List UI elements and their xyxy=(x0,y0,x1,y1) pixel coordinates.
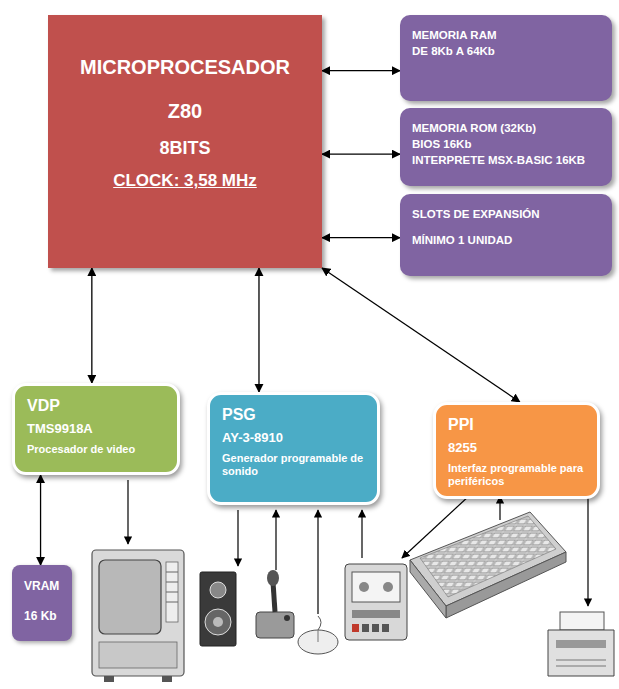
node-text: TMS9918A xyxy=(27,421,167,437)
node-text: Generador programable de sonido xyxy=(222,452,367,478)
bus-connector xyxy=(40,475,41,565)
speaker xyxy=(200,572,236,646)
psg-box: PSG AY-3-8910Generador programable de son… xyxy=(207,392,380,505)
node-text: 8BITS xyxy=(58,137,312,159)
node-text: BIOS 16Kb xyxy=(412,136,606,152)
keyboard xyxy=(410,512,566,618)
node-text: Interfaz programable para periféricos xyxy=(448,462,587,488)
slots-box: SLOTS DE EXPANSIÓN MÍNIMO 1 UNIDAD xyxy=(400,194,612,276)
node-heading: SLOTS DE EXPANSIÓN xyxy=(412,206,606,222)
rom-box: MEMORIA ROM (32Kb)BIOS 16KbINTERPRETE MS… xyxy=(400,108,612,186)
ppi-box: PPI 8255Interfaz programable para perifér… xyxy=(433,402,600,499)
mouse xyxy=(298,616,338,654)
bus-connector xyxy=(322,153,400,154)
ram-box: MEMORIA RAMDE 8Kb A 64Kb xyxy=(400,15,612,101)
vram-box: VRAM 16 Kb xyxy=(12,565,72,641)
node-text: 8255 xyxy=(448,440,587,456)
node-heading: PSG xyxy=(222,405,367,424)
tv-monitor xyxy=(92,550,184,682)
node-heading: MEMORIA ROM (32Kb) xyxy=(412,120,606,136)
bus-connector xyxy=(322,70,400,71)
node-heading: VDP xyxy=(27,396,167,415)
cassette-recorder xyxy=(345,564,407,640)
node-text: AY-3-8910 xyxy=(222,430,367,446)
node-text: 16 Kb xyxy=(24,609,68,623)
node-heading: MICROPROCESADOR xyxy=(58,55,312,79)
node-text: INTERPRETE MSX-BASIC 16KB xyxy=(412,152,606,168)
joystick xyxy=(256,570,294,638)
bus-connector xyxy=(322,237,400,238)
printer xyxy=(548,612,614,676)
node-text: Z80 xyxy=(58,99,312,123)
node-text: MÍNIMO 1 UNIDAD xyxy=(412,232,606,248)
node-heading: PPI xyxy=(448,415,587,434)
node-heading: MEMORIA RAM xyxy=(412,27,606,43)
node-heading: VRAM xyxy=(24,579,68,593)
bus-connector xyxy=(322,268,520,402)
node-text: Procesador de video xyxy=(27,443,167,456)
node-text: DE 8Kb A 64Kb xyxy=(412,43,606,59)
node-text: CLOCK: 3,58 MHz xyxy=(58,171,312,191)
cpu-box: MICROPROCESADOR Z80 8BITS CLOCK: 3,58 MHz xyxy=(48,15,322,268)
bus-connector xyxy=(91,268,92,383)
bus-connector xyxy=(258,268,259,392)
vdp-box: VDP TMS9918A Procesador de video xyxy=(12,383,180,475)
